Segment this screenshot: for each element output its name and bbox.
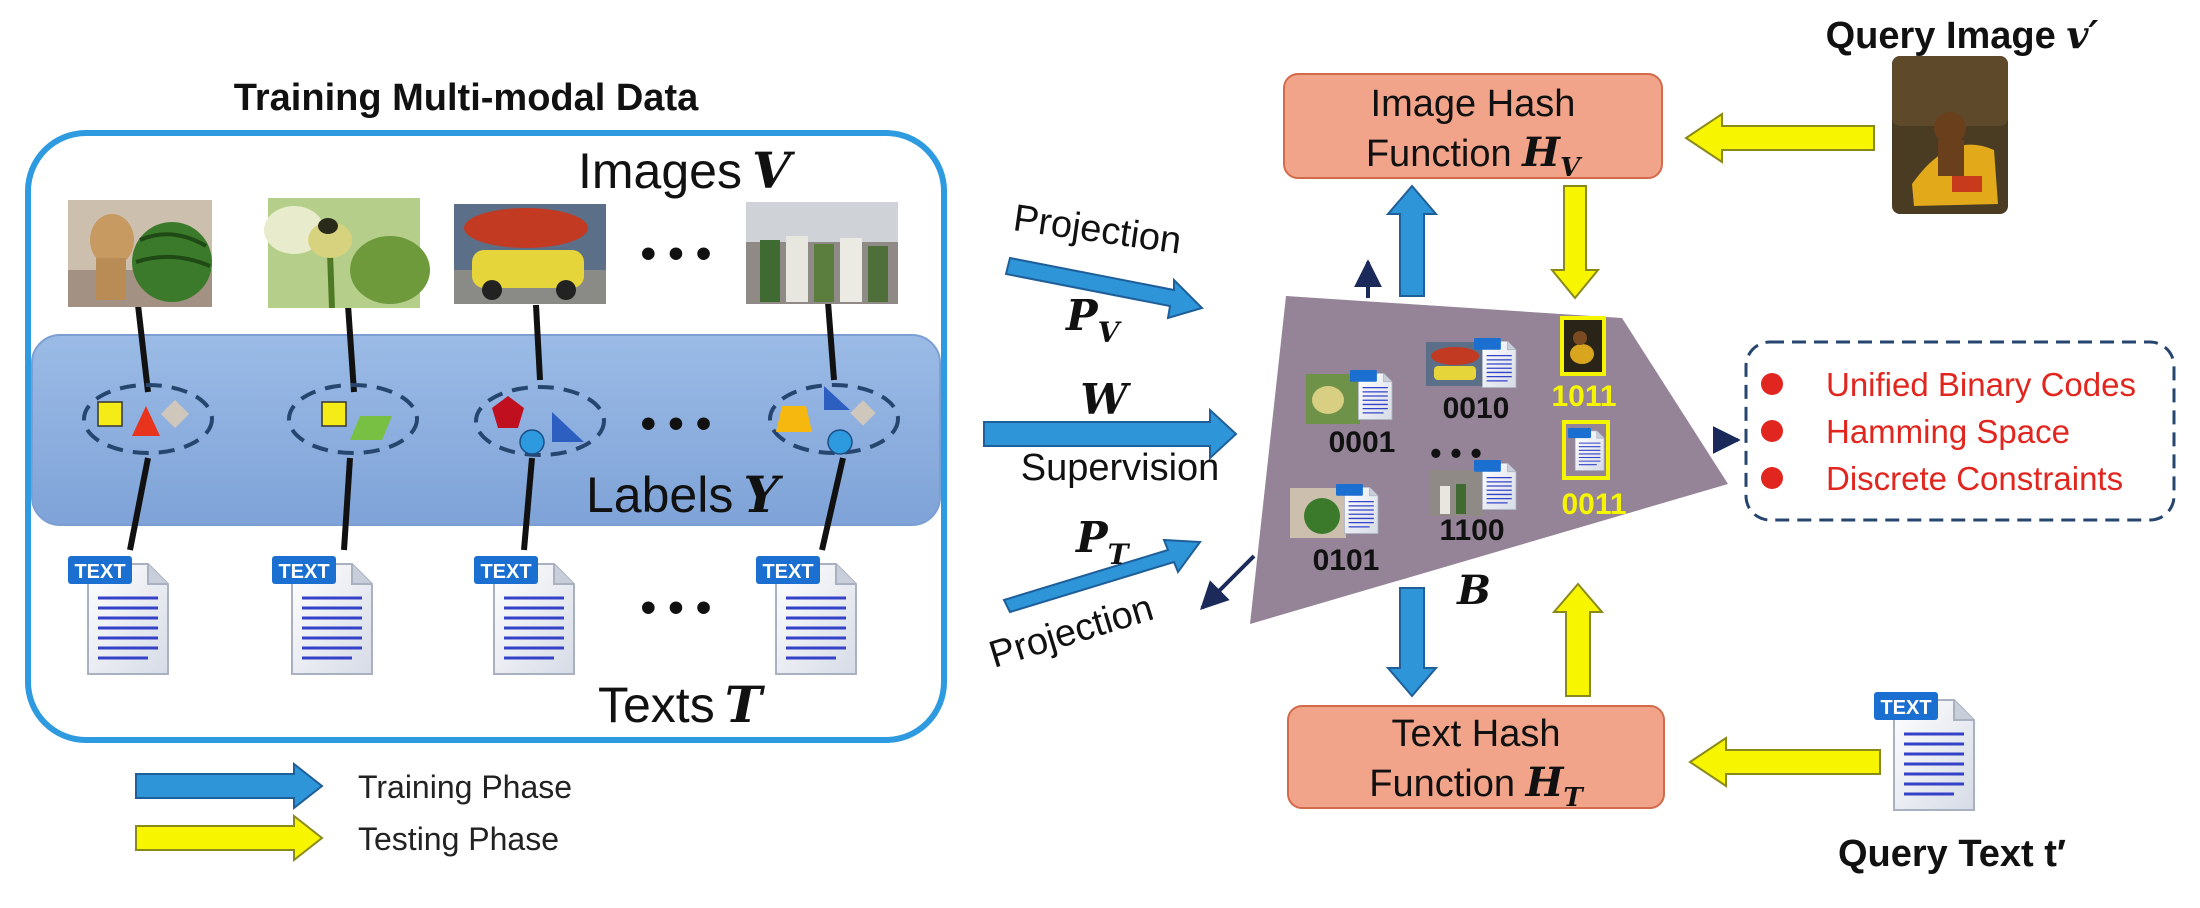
text-doc-2: TEXT xyxy=(270,554,374,676)
thumbnail-puppy-watermelon xyxy=(68,200,212,307)
query-image-thumbnail xyxy=(1892,56,2008,214)
code-pair-1100 xyxy=(1430,459,1517,516)
projection-v-label: Projection xyxy=(1011,197,1184,262)
properties-box xyxy=(1744,340,2176,522)
code-0001: 0001 xyxy=(1329,426,1396,459)
svg-text:TEXT: TEXT xyxy=(1880,697,1931,719)
thumbnail-hotdog-car xyxy=(454,204,606,304)
texts-ellipsis: • • • xyxy=(641,583,712,632)
code-pair-0101 xyxy=(1290,483,1379,538)
legend-testing-label: Testing Phase xyxy=(358,821,559,857)
text-hash-line1: Text Hash xyxy=(1392,713,1561,755)
down-left-small-arrow xyxy=(1200,554,1256,610)
code-pair-0010 xyxy=(1426,337,1517,389)
property-discrete-constraints: Discrete Constraints xyxy=(1826,460,2123,497)
svg-text:TEXT: TEXT xyxy=(74,561,125,583)
label-set-4 xyxy=(768,383,900,455)
query-text-doc: TEXT xyxy=(1872,690,1976,812)
legend-testing-arrow xyxy=(135,813,324,863)
code-query-text xyxy=(1562,420,1610,480)
projection-t-arrow xyxy=(1002,538,1202,614)
query-text-label: Query Text t′ xyxy=(1838,833,2066,875)
property-bullet-2 xyxy=(1761,420,1783,442)
code-query-image xyxy=(1560,316,1606,376)
blue-down-arrow xyxy=(1385,587,1439,698)
supervision-label: Supervision xyxy=(1021,447,1220,489)
code-dots: • • • xyxy=(1430,435,1481,471)
yellow-query-image-arrow xyxy=(1684,112,1875,164)
code-1100: 1100 xyxy=(1439,514,1504,547)
yellow-down-arrow xyxy=(1549,185,1601,300)
w-supervision-arrow xyxy=(983,407,1238,461)
label-set-3 xyxy=(474,385,606,457)
text-hash-line2: Function HT xyxy=(1369,759,1584,813)
b-symbol: B xyxy=(1456,567,1491,614)
pt-symbol: PT xyxy=(1075,513,1131,571)
projection-v-arrow xyxy=(1004,256,1204,320)
yellow-up-arrow xyxy=(1551,582,1605,697)
code-1011: 1011 xyxy=(1551,380,1616,413)
text-hash-box xyxy=(1287,705,1665,809)
query-image-label: Query Image v′ xyxy=(1826,12,2099,57)
text-doc-3: TEXT xyxy=(472,554,576,676)
legend-training-label: Training Phase xyxy=(358,769,572,805)
code-0101: 0101 xyxy=(1313,544,1380,577)
labels-ellipsis: • • • xyxy=(641,399,712,448)
label-set-2 xyxy=(287,383,419,455)
yellow-query-text-arrow xyxy=(1688,736,1881,788)
legend-training-arrow xyxy=(135,761,324,811)
image-hash-line2: Function HV xyxy=(1366,129,1583,183)
code-0010: 0010 xyxy=(1443,392,1510,425)
property-bullet-3 xyxy=(1761,467,1783,489)
labels-band xyxy=(31,334,941,526)
svg-text:TEXT: TEXT xyxy=(762,561,813,583)
svg-text:TEXT: TEXT xyxy=(480,561,531,583)
svg-text:TEXT: TEXT xyxy=(278,561,329,583)
connector-lines xyxy=(127,301,846,551)
thumbnail-procession xyxy=(746,202,898,304)
property-hamming-space: Hamming Space xyxy=(1826,413,2070,450)
property-bullet-1 xyxy=(1761,373,1783,395)
images-ellipsis: • • • xyxy=(641,229,712,278)
training-title: Training Multi-modal Data xyxy=(234,77,699,119)
code-pair-0001 xyxy=(1306,369,1393,424)
blue-up-arrow xyxy=(1385,184,1439,297)
thumbnail-bee-flower xyxy=(264,198,430,309)
pv-symbol: PV xyxy=(1065,291,1123,349)
property-unified-binary-codes: Unified Binary Codes xyxy=(1826,366,2136,403)
w-symbol: W xyxy=(1080,375,1131,424)
text-doc-1: TEXT xyxy=(66,554,170,676)
code-0011: 0011 xyxy=(1561,488,1626,521)
text-doc-4: TEXT xyxy=(754,554,858,676)
image-hash-line1: Image Hash xyxy=(1371,83,1576,125)
image-hash-box xyxy=(1283,73,1663,179)
